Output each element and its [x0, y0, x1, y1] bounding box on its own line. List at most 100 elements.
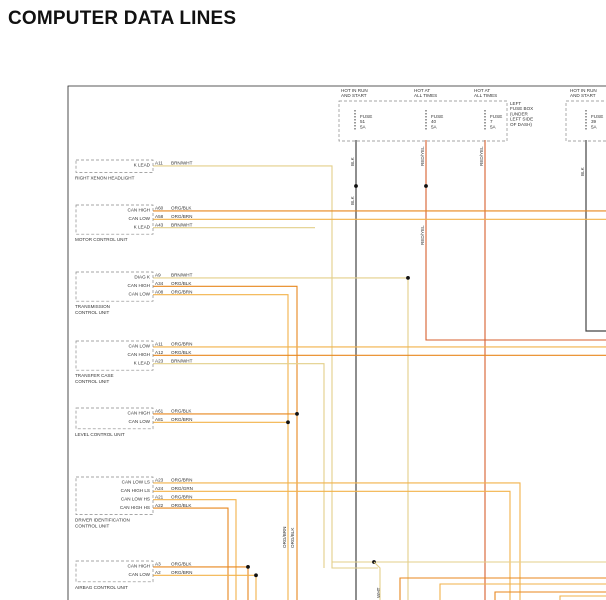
module-box [75, 407, 154, 430]
vertical-wire-label: RED/YEL [420, 146, 425, 166]
fuse-header-text: AND START [570, 93, 596, 98]
fuse-box-location-text: (UNDER [510, 111, 529, 116]
module-box [75, 340, 154, 371]
wire-k-lead [153, 165, 378, 569]
module-box [75, 271, 154, 302]
wire-color-label: ORG/BRN [171, 570, 192, 575]
module-name: TRANSMISSION [75, 304, 110, 309]
pin-number: A61 [155, 409, 164, 414]
fuse-box-outline [338, 100, 508, 142]
wire-color-label: ORG/BLK [171, 503, 192, 508]
module-name: RIGHT XENON HEADLIGHT [75, 175, 135, 180]
vertical-wire-label: WHT [376, 587, 381, 598]
fuse-label: FUSE [360, 114, 372, 119]
wire-redyel-fuse40 [425, 140, 606, 341]
wire-can-high [153, 566, 249, 600]
wire-color-label: ORG/BRN [171, 494, 192, 499]
fuse-box-location-text: LEFT [510, 101, 521, 106]
module-pin-label: CAN LOW [129, 216, 151, 221]
module-name: AIRBAG CONTROL UNIT [75, 585, 128, 590]
pin-number: A11 [155, 161, 163, 166]
fuse-header-text: ALL TIMES [414, 93, 437, 98]
module-pin-label: CAN LOW LS [122, 480, 150, 485]
module-pin-label: CAN LOW [129, 291, 151, 296]
page-title: COMPUTER DATA LINES [8, 8, 237, 29]
fuse-box-location-text: FUSE BOX [510, 106, 533, 111]
module-pin-label: CAN HIGH [128, 283, 150, 288]
splice-dot [424, 184, 428, 188]
wire-color-label: ORG/GRN [171, 486, 193, 491]
module-name: TRANSFER CASE [75, 373, 114, 378]
wire-can-low-ls [153, 482, 521, 600]
wire-can-high-ls [153, 490, 511, 600]
wire-color-label: ORG/BLK [171, 206, 192, 211]
module-name: MOTOR CONTROL UNIT [75, 237, 128, 242]
wire-color-label: ORG/BLK [171, 281, 192, 286]
wire-color-label: BRN/WHT [171, 358, 193, 363]
module-pin-label: CAN HIGH [128, 208, 150, 213]
module-box [75, 560, 154, 583]
wire-color-label: ORG/BRN [171, 214, 192, 219]
module-pin-label: CAN HIGH LS [121, 488, 150, 493]
module-pin-label: K LEAD [134, 360, 151, 365]
wires-layer [153, 140, 606, 600]
splice-dot [286, 420, 290, 425]
module-pin-label: CAN HIGH [128, 352, 150, 357]
module-pin-label: DIAG K [134, 275, 151, 280]
module-name: CONTROL UNIT [75, 524, 109, 529]
pin-number: A60 [155, 206, 164, 211]
wire-color-label: ORG/BRN [171, 342, 192, 347]
pin-number: A24 [155, 486, 164, 491]
module-name: CONTROL UNIT [75, 310, 109, 315]
wire-color-label: ORG/BLK [171, 350, 192, 355]
wire-can-low-bus [439, 583, 606, 600]
fuse-label: FUSE [591, 114, 603, 119]
pin-number: A22 [155, 503, 164, 508]
wire-color-label: BRN/WHT [171, 273, 193, 278]
module-pin-label: CAN LOW [129, 419, 151, 424]
wire-can-high-bus [399, 577, 606, 600]
module-box [75, 159, 154, 173]
splice-dot [295, 412, 299, 416]
module-pin-label: K LEAD [134, 163, 151, 168]
wire-color-label: BRN/WHT [171, 161, 193, 166]
fuse-label: 5A [591, 124, 598, 129]
pin-number: A3 [155, 562, 161, 567]
module-name: CONTROL UNIT [75, 379, 109, 384]
pin-number: A23 [155, 478, 164, 483]
pin-number: A21 [155, 494, 164, 499]
fuse-label: 40 [431, 119, 437, 124]
fuse-header-text: AND START [341, 93, 367, 98]
fuse-label: 5A [431, 124, 438, 129]
vertical-wire-label: RED/YEL [420, 225, 425, 245]
diagram-frame [67, 85, 606, 600]
module-pin-label: CAN HIGH [128, 411, 150, 416]
module-name: DRIVER IDENTIFICATION [75, 518, 130, 523]
wire-can-high-hs [153, 507, 229, 600]
module-pin-label: CAN LOW HS [121, 496, 150, 501]
fuse-label: 7 [490, 119, 493, 124]
splice-dot [354, 184, 358, 188]
module-pin-label: CAN HIGH HS [120, 505, 150, 510]
pin-number: A08 [155, 289, 164, 294]
wire-color-label: ORG/BLK [171, 409, 192, 414]
splice-dot [254, 573, 258, 578]
fuse-header-text: HOT IN RUN [570, 88, 597, 93]
pin-number: A9 [155, 273, 161, 278]
wire-blk-fuse39 [585, 140, 606, 332]
wire-color-label: ORG/BRN [171, 417, 192, 422]
wire-color-label: ORG/BLK [171, 562, 192, 567]
fuse-label: FUSE [490, 114, 502, 119]
vertical-wire-label: RED/YEL [479, 146, 484, 166]
pin-number: A43 [155, 222, 164, 227]
pin-number: A34 [155, 281, 164, 286]
fuse-label: 5A [360, 124, 367, 129]
fuse-header-text: HOT IN RUN [341, 88, 368, 93]
module-pin-label: CAN LOW [129, 572, 151, 577]
pin-number: A11 [155, 342, 163, 347]
wire-can-bus [559, 595, 606, 600]
vertical-wire-label: BLK [350, 156, 355, 166]
boxes-layer [67, 85, 606, 600]
